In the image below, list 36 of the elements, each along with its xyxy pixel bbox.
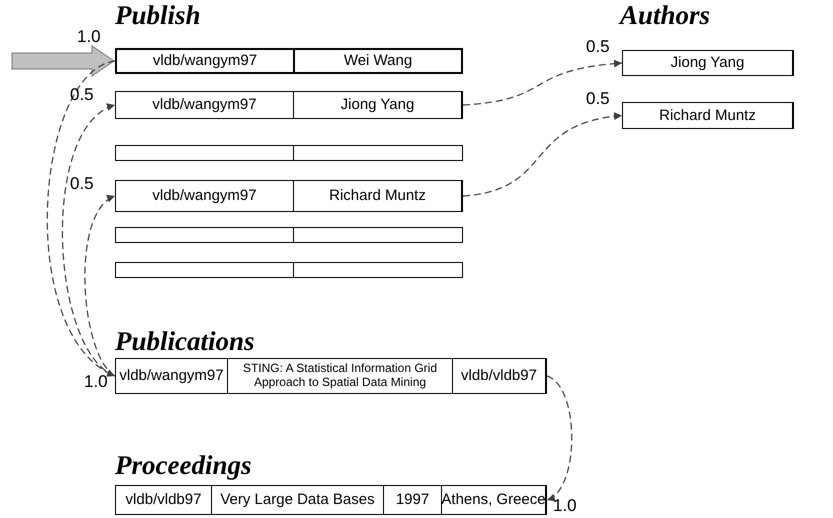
weight-label: 0.5 — [586, 38, 610, 55]
table-cell: vldb/wangym97 — [116, 181, 294, 211]
table-cell: vldb/vldb97 — [116, 486, 212, 514]
weight-label: 1.0 — [84, 373, 108, 390]
dashed-arrow — [62, 104, 116, 376]
weight-label: 1.0 — [77, 28, 101, 45]
table-cell: Very Large Data Bases — [212, 486, 384, 514]
dashed-arrow — [546, 375, 572, 501]
table-title: Publications — [115, 328, 255, 355]
empty-table-row — [115, 145, 463, 161]
table-cell: Athens, Greece — [442, 486, 546, 514]
dashed-arrow — [462, 112, 622, 197]
table-title: Authors — [620, 2, 710, 29]
empty-table-row — [115, 227, 463, 243]
table-title: Publish — [115, 2, 201, 29]
weight-label: 0.5 — [70, 175, 94, 192]
table-title: Proceedings — [115, 452, 252, 479]
dashed-arrow — [84, 196, 116, 376]
table-cell: vldb/vldb97 — [453, 359, 546, 393]
table-cell: Jiong Yang — [623, 51, 793, 75]
table-cell: Wei Wang — [295, 50, 463, 72]
block-arrow — [12, 45, 115, 77]
table-cell: Richard Muntz — [623, 103, 793, 128]
table-cell: Richard Muntz — [294, 181, 462, 211]
dashed-arrow — [46, 60, 116, 376]
table-cell: 1997 — [384, 486, 442, 514]
weight-label: 0.5 — [70, 86, 94, 103]
weight-label: 0.5 — [586, 90, 610, 107]
table-cell: STING: A Statistical Information Grid Approach to Spatial Data Mining — [228, 359, 453, 393]
dashed-arrow — [462, 60, 622, 106]
empty-table-row — [115, 262, 463, 278]
table-cell: vldb/wangym97 — [116, 359, 228, 393]
table-cell: vldb/wangym97 — [117, 50, 295, 72]
table-cell: Jiong Yang — [294, 92, 462, 118]
weight-label: 1.0 — [553, 497, 577, 514]
table-cell: vldb/wangym97 — [116, 92, 294, 118]
